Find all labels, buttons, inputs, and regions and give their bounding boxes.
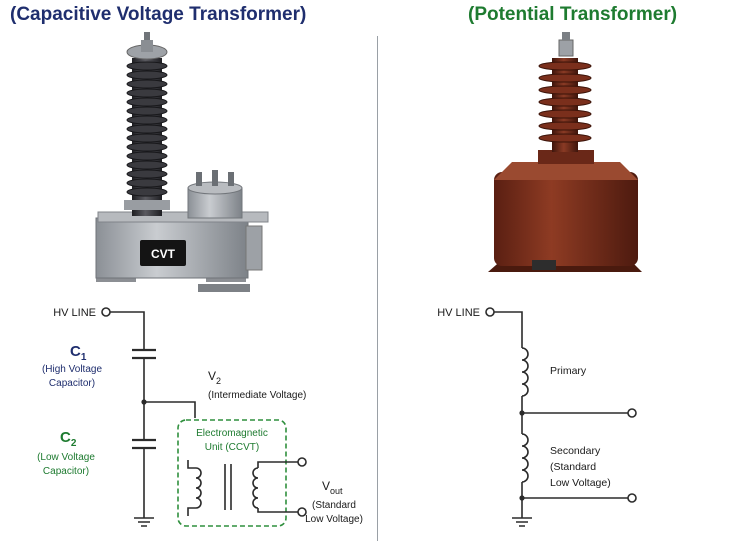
insulator-shed (126, 115, 168, 125)
cvt-label-text: CVT (151, 247, 176, 261)
pt-top-stud (562, 32, 570, 40)
insulator-shed (126, 169, 168, 179)
cvt-transformer-core (224, 464, 232, 510)
cvt-tank-lid (97, 211, 269, 223)
cvt-top-stud (144, 32, 150, 40)
cvt-vout-terminal-top (297, 457, 307, 467)
insulator-shed (126, 106, 168, 116)
cvt-circuit (101, 307, 307, 527)
pt-primary-label: Primary (550, 365, 587, 377)
pt-hv-line-label: HV LINE (437, 307, 480, 319)
c1-capacitor-symbol (132, 348, 156, 360)
insulator-shed (126, 70, 168, 80)
cvt-secondary-leads (257, 461, 298, 513)
cvt-title: (Capacitive Voltage Transformer) (10, 4, 307, 25)
cvt-terminal-box (245, 225, 263, 271)
pt-ground-symbol (512, 517, 532, 527)
unit-label-line1: Electromagnetic (196, 428, 268, 439)
pt-tank-top (494, 162, 638, 180)
cvt-vout-terminal-bottom (297, 507, 307, 517)
c1-desc-line1: (High Voltage (42, 364, 102, 375)
pt-porcelain-sheds (538, 61, 592, 143)
c2-capacitor-symbol (132, 438, 156, 450)
pt-primary-terminal (627, 408, 637, 418)
insulator-shed (126, 88, 168, 98)
pt-secondary-line3: Low Voltage) (550, 477, 611, 489)
insulator-shed (126, 178, 168, 188)
insulator-shed (538, 109, 592, 119)
pt-device-image (488, 32, 642, 272)
cvt-ground-symbol (134, 517, 154, 527)
insulator-shed (538, 121, 592, 131)
insulator-shed (538, 61, 592, 71)
insulator-shed (126, 79, 168, 89)
pt-hv-terminal (485, 307, 495, 317)
c2-desc-line1: (Low Voltage (37, 452, 95, 463)
c1-label: C1 (70, 343, 87, 363)
cvt-base-foot (198, 284, 250, 292)
cvt-top-terminal (141, 40, 153, 52)
cvt-primary-leads (187, 460, 196, 516)
insulator-shed (126, 61, 168, 71)
insulator-shed (538, 97, 592, 107)
c2-label: C2 (60, 429, 77, 449)
pt-node-bottom (519, 495, 525, 501)
cvt-bushing-3 (228, 172, 234, 186)
electromagnetic-unit-box (177, 419, 287, 527)
insulator-shed (126, 160, 168, 170)
cvt-primary-winding (195, 467, 202, 509)
pt-top-terminal (558, 39, 574, 57)
vout-desc-line2: Low Voltage) (305, 514, 363, 525)
pt-neck (538, 150, 594, 164)
pt-node-top (519, 410, 525, 416)
pt-tank (494, 172, 638, 266)
pt-circuit (485, 307, 637, 527)
insulator-shed (538, 85, 592, 95)
insulator-shed (538, 133, 592, 143)
vout-desc-line1: (Standard (312, 500, 356, 511)
insulator-shed (126, 187, 168, 197)
pt-secondary-line2: (Standard (550, 461, 596, 473)
cvt-bushing-2 (212, 170, 218, 186)
insulator-shed (126, 151, 168, 161)
cvt-bushing-1 (196, 172, 202, 186)
pt-nameplate (532, 260, 556, 270)
cvt-tap-node (141, 399, 147, 405)
cvt-porcelain-sheds (126, 61, 168, 197)
insulator-shed (126, 142, 168, 152)
v2-desc: (Intermediate Voltage) (208, 390, 306, 401)
cvt-device-image: CVT (95, 32, 269, 292)
cvt-secondary-winding (252, 467, 259, 509)
center-divider (377, 36, 378, 541)
c1-desc-line2: Capacitor) (49, 378, 95, 389)
cvt-hv-wire (110, 311, 145, 350)
pt-secondary-line1: Secondary (550, 445, 601, 457)
vout-label: Vout (322, 479, 343, 496)
pt-hv-wire (494, 311, 523, 348)
insulator-shed (126, 124, 168, 134)
cvt-column-flange (124, 200, 170, 210)
unit-label-line2: Unit (CCVT) (205, 442, 259, 453)
cvt-hv-terminal (101, 307, 111, 317)
pt-secondary-terminal (627, 493, 637, 503)
cvt-label-plate (140, 240, 186, 266)
pt-primary-winding (521, 347, 529, 397)
cvt-tap-wire (144, 401, 196, 418)
insulator-shed (126, 97, 168, 107)
insulator-shed (126, 133, 168, 143)
pt-title: (Potential Transformer) (468, 4, 678, 25)
cvt-hv-line-label: HV LINE (53, 307, 96, 319)
c2-desc-line2: Capacitor) (43, 466, 89, 477)
insulator-shed (538, 73, 592, 83)
v2-label: V2 (208, 369, 221, 386)
pt-secondary-winding (521, 433, 529, 483)
